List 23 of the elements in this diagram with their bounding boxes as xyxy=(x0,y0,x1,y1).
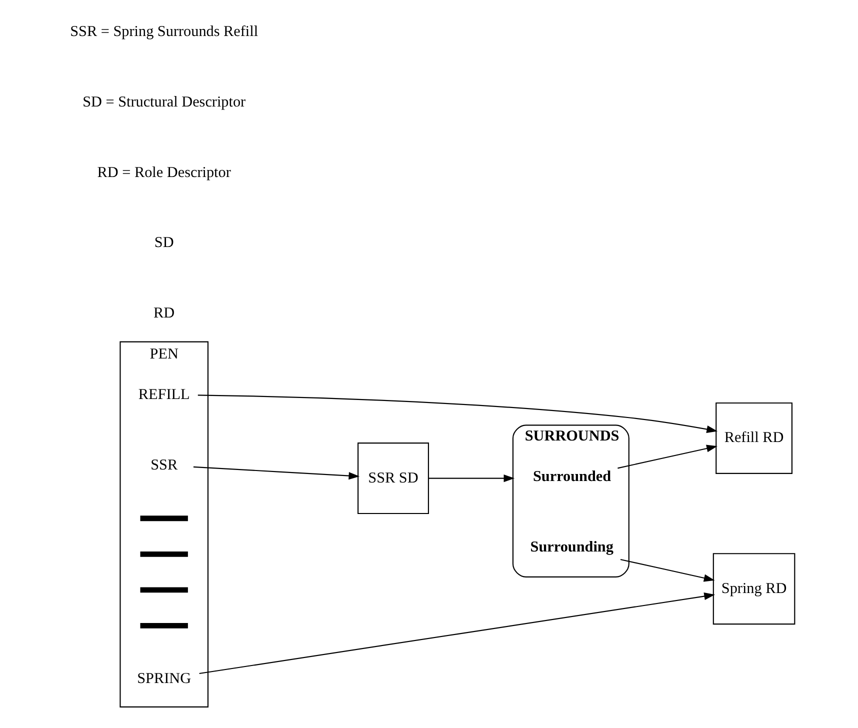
node-text: Surrounding xyxy=(530,538,614,556)
label: SSR = Spring Surrounds Refill xyxy=(70,22,258,40)
node-text: Surrounded xyxy=(533,468,612,486)
label: SD = Structural Descriptor xyxy=(82,93,246,110)
arrow xyxy=(618,444,718,469)
arrow xyxy=(193,466,360,480)
arrow xyxy=(428,474,515,482)
node-text: SSR xyxy=(150,456,178,474)
node-box: Refill RD xyxy=(716,402,792,474)
node-bar xyxy=(140,587,188,593)
node-bar xyxy=(140,516,188,522)
node-bar xyxy=(140,551,188,557)
node-text: SPRING xyxy=(137,670,192,687)
node-box: Spring RD xyxy=(712,553,796,625)
arrow xyxy=(199,592,716,674)
arrow xyxy=(620,558,715,582)
node-bar xyxy=(140,622,188,628)
node-box: SSR SD xyxy=(358,442,429,514)
label: RD = Role Descriptor xyxy=(97,164,231,181)
label: SD xyxy=(154,234,174,252)
arrow xyxy=(198,394,718,433)
node-text: REFILL xyxy=(138,386,190,403)
label: RD xyxy=(154,304,175,322)
